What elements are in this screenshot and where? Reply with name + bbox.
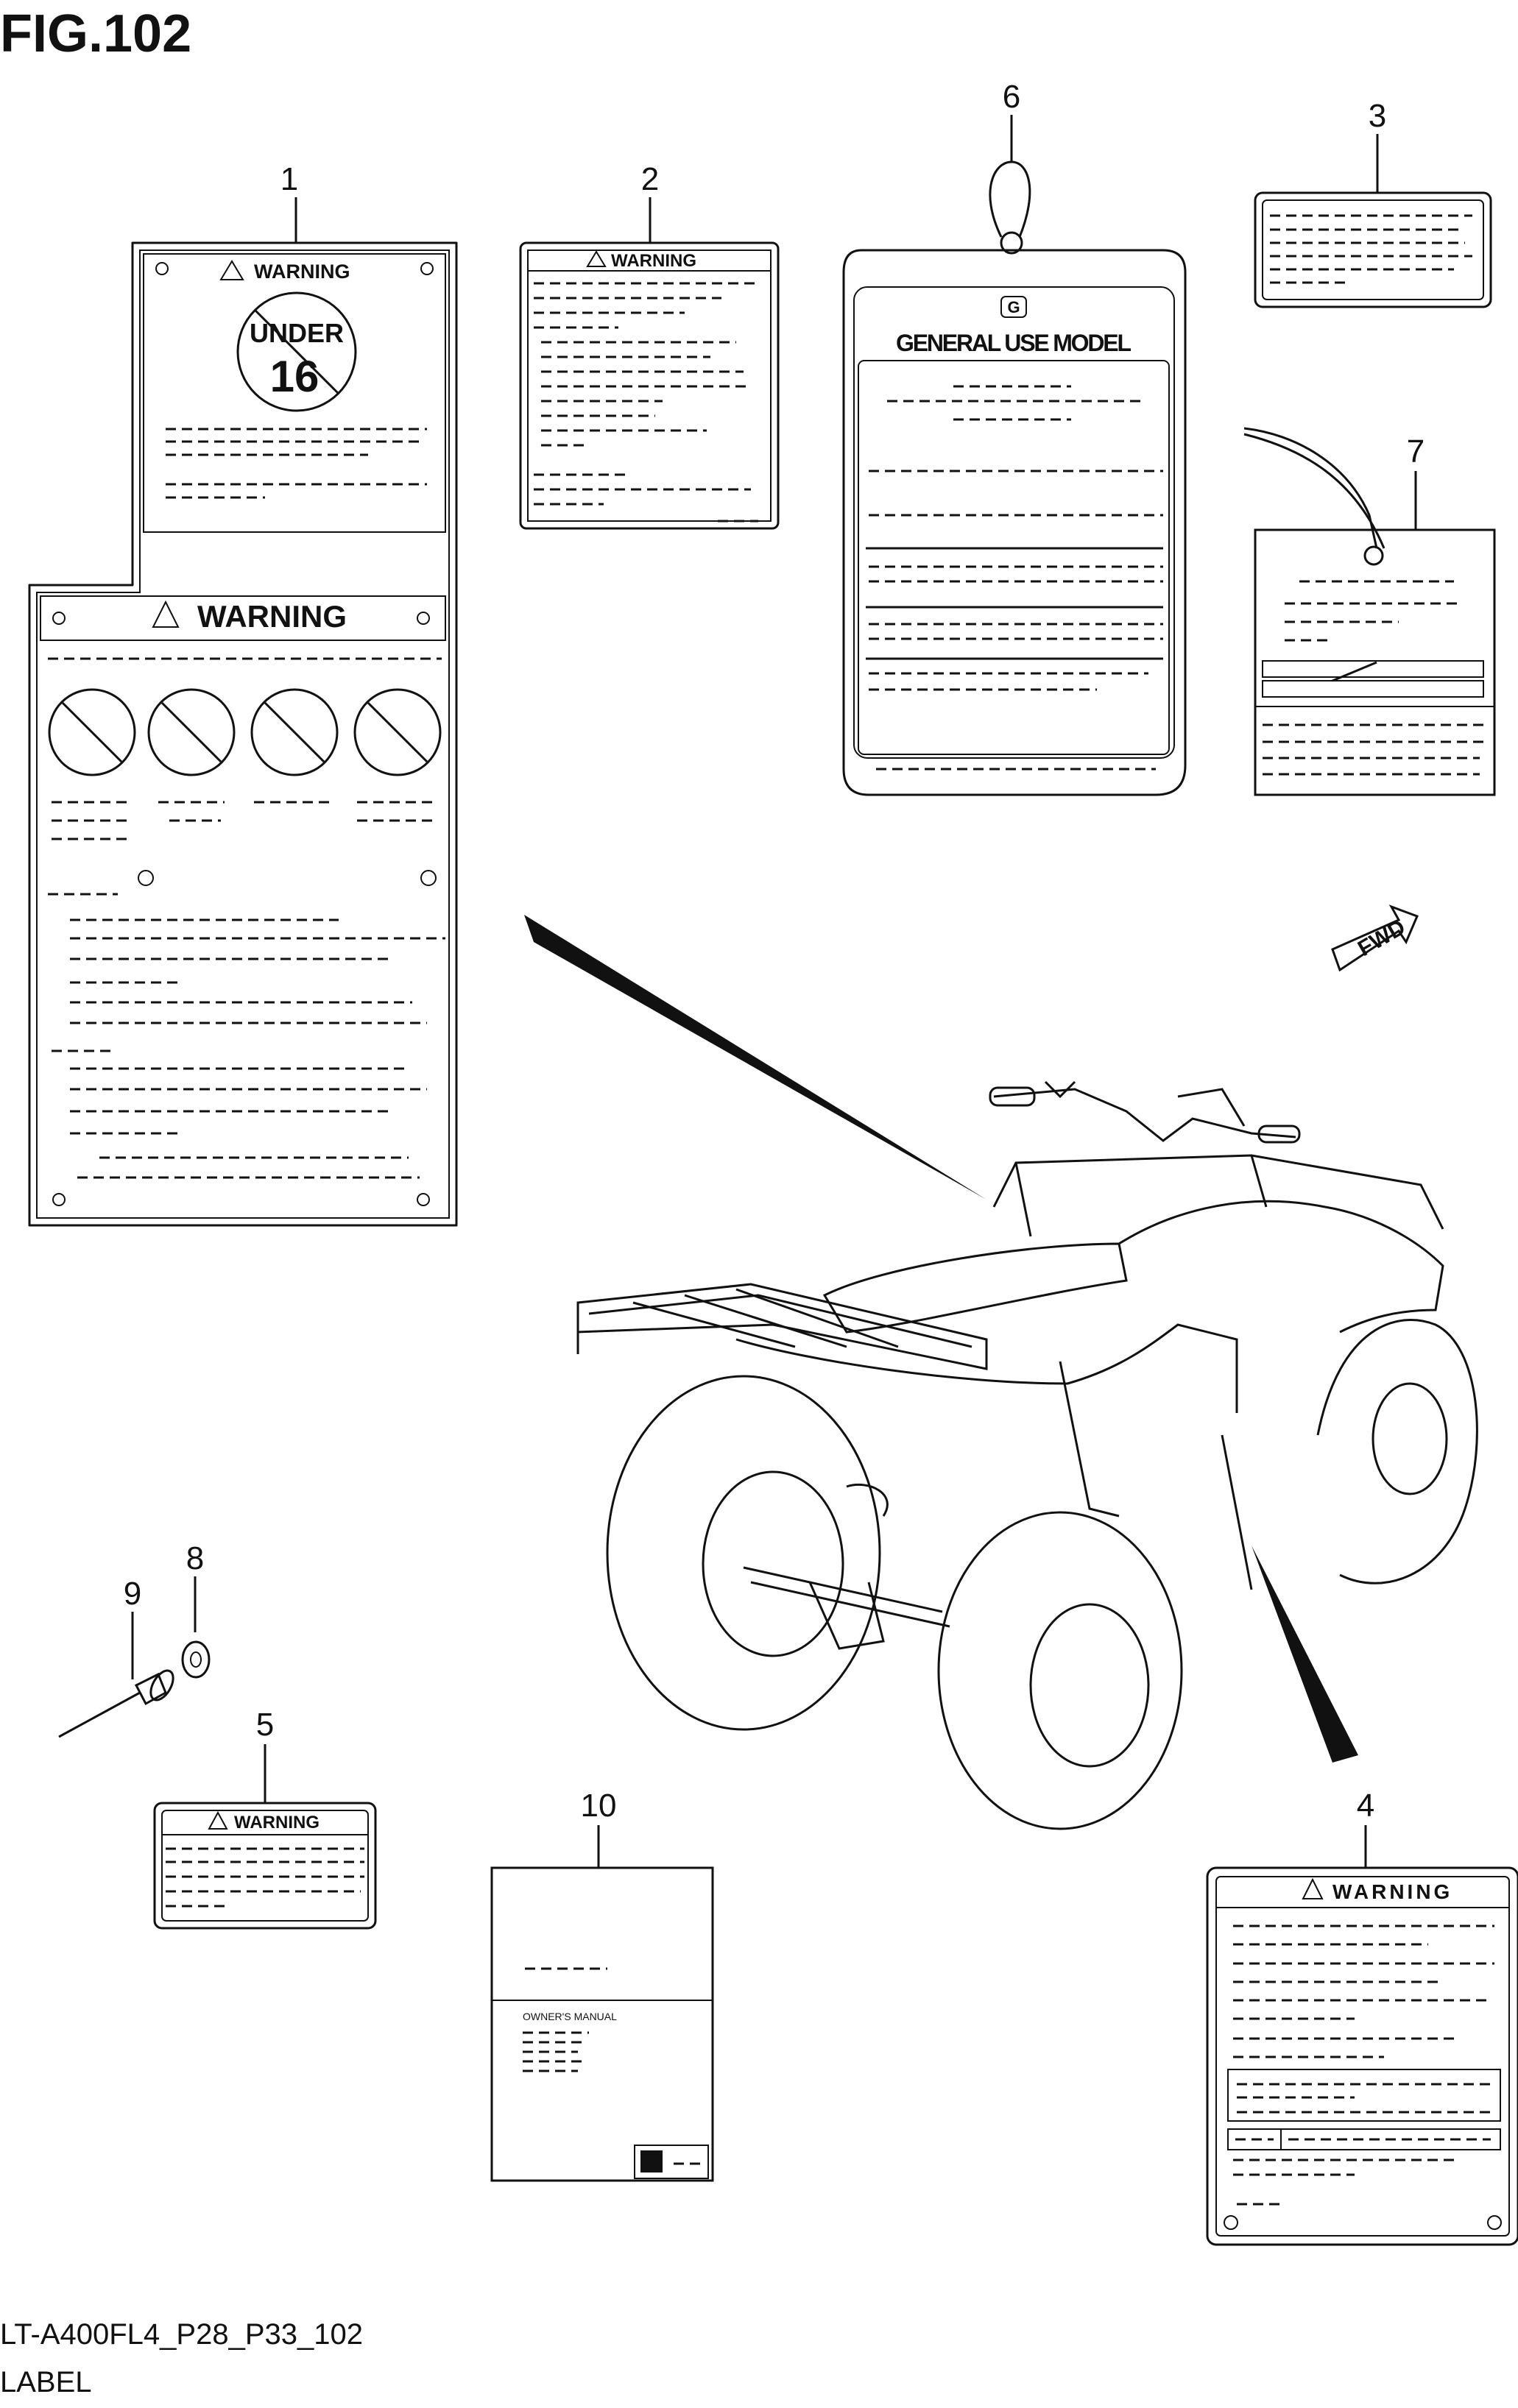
label-1-top-warning: WARNING	[254, 261, 350, 283]
label-7-hang-tag	[1243, 427, 1496, 796]
label-1-main-warning: WARNING	[197, 599, 347, 634]
warning-triangle-icon	[586, 250, 607, 267]
label-5-warning: WARNING	[153, 1802, 377, 1930]
callout-4-number: 4	[1357, 1788, 1374, 1824]
no-helmet-icon	[48, 688, 136, 776]
callout-2: 2	[641, 161, 659, 243]
part-9-bolt	[58, 1669, 174, 1738]
callout-8: 8	[186, 1540, 204, 1632]
no-paved-road-icon	[250, 688, 339, 776]
figure-title: FIG.102	[0, 4, 191, 63]
callout-6: 6	[1003, 79, 1020, 162]
suzuki-logo-icon	[640, 2150, 663, 2172]
fwd-text: FWD	[1354, 915, 1410, 961]
callout-3: 3	[1369, 98, 1386, 193]
callout-7-number: 7	[1407, 433, 1425, 470]
owners-manual-text: OWNER'S MANUAL	[523, 2011, 617, 2022]
label-4-warning: WARNING	[1206, 1866, 1518, 2246]
warning-triangle-icon	[152, 600, 180, 628]
label-2-warning: WARNING	[519, 241, 780, 530]
callout-5-number: 5	[256, 1707, 274, 1743]
callout-1: 1	[280, 161, 298, 243]
callout-8-number: 8	[186, 1540, 204, 1576]
general-use-model-text: GENERAL USE MODEL	[896, 330, 1132, 356]
callout-6-number: 6	[1003, 79, 1020, 115]
atv-illustration	[576, 1080, 1478, 1830]
callout-10-number: 10	[581, 1788, 617, 1824]
part-10-owners-manual: OWNER'S MANUAL	[490, 1866, 714, 2182]
label-1-warning: WARNING UNDER 16 WARNING	[28, 241, 458, 1227]
svg-text:16: 16	[270, 352, 320, 401]
warning-triangle-icon	[208, 1810, 228, 1830]
part-8-washer	[181, 1640, 211, 1679]
no-alcohol-icon	[353, 688, 442, 776]
callout-9: 9	[124, 1576, 141, 1679]
prohibition-icons	[48, 688, 442, 776]
label-6-general-use-tag: G GENERAL USE MODEL	[842, 160, 1187, 796]
callout-10: 10	[581, 1788, 617, 1868]
callout-7: 7	[1407, 433, 1425, 530]
callout-5: 5	[256, 1707, 274, 1803]
callout-2-number: 2	[641, 161, 659, 197]
model-code: LT-A400FL4_P28_P33_102	[0, 2318, 363, 2351]
pointer-wedge-lower	[1252, 1545, 1358, 1763]
svg-text:UNDER: UNDER	[250, 318, 344, 348]
figure-caption: LABEL	[0, 2366, 92, 2398]
callout-1-number: 1	[280, 161, 298, 197]
warning-triangle-icon	[1302, 1877, 1324, 1899]
label-2-warning-text: WARNING	[611, 251, 696, 271]
tag-letter: G	[1007, 298, 1020, 316]
callout-3-number: 3	[1369, 98, 1386, 134]
label-5-warning-text: WARNING	[234, 1813, 320, 1832]
pointer-wedge-upper	[524, 915, 986, 1200]
callout-4: 4	[1357, 1788, 1374, 1868]
forward-arrow-icon: FWD	[1331, 904, 1419, 972]
label-4-warning-text: WARNING	[1332, 1880, 1452, 1903]
under-16-icon	[236, 291, 357, 412]
no-passenger-icon	[147, 688, 236, 776]
label-3	[1254, 191, 1492, 308]
warning-triangle-icon	[219, 260, 244, 280]
callout-9-number: 9	[124, 1576, 141, 1612]
